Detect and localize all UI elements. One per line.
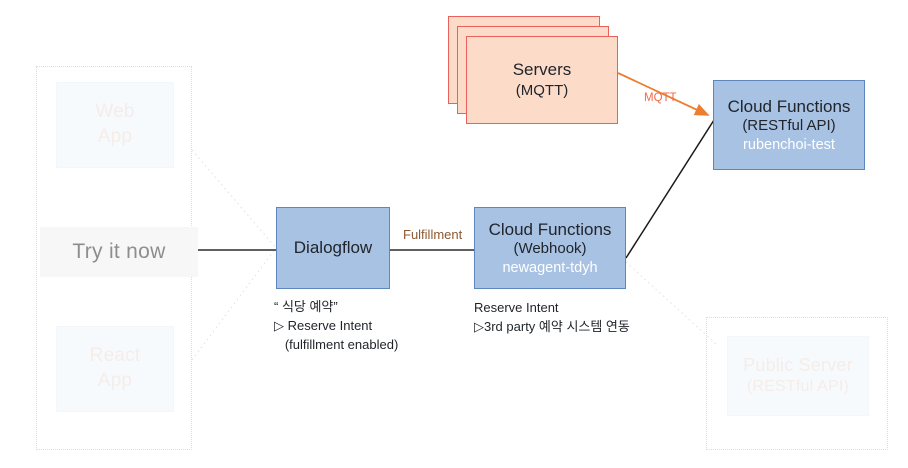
node-webhook-subtitle: (Webhook) (513, 240, 587, 258)
ghost-box-react-app: React App (56, 326, 174, 412)
caption-dialogflow: “ 식당 예약” ▷ Reserve Intent (fulfillment e… (274, 299, 399, 353)
connector-webhook-restful (625, 119, 715, 259)
ghost-react-app-line2: App (97, 370, 133, 391)
servers-stack: Servers (MQTT) (448, 16, 618, 126)
dotted-connector-webapp-dialogflow (191, 149, 277, 249)
edge-label-mqtt: MQTT (644, 92, 677, 104)
dotted-connector-reactapp-dialogflow (191, 247, 277, 361)
try-it-now-label: Try it now (72, 240, 166, 263)
ghost-box-public-server: Public Server (RESTful API) (727, 336, 869, 416)
ghost-public-server-line1: Public Server (743, 354, 853, 375)
edge-label-fulfillment: Fulfillment (400, 227, 466, 242)
caption-webhook: Reserve Intent ▷3rd party 예약 시스템 연동 (474, 300, 630, 335)
servers-title: Servers (512, 60, 572, 80)
node-dialogflow[interactable]: Dialogflow (276, 207, 390, 289)
server-layer-front: Servers (MQTT) (466, 36, 618, 124)
ghost-public-server-line2: (RESTful API) (746, 378, 850, 396)
node-webhook-project: newagent-tdyh (502, 260, 598, 277)
ghost-web-app-line1: Web (95, 101, 135, 123)
node-restful-project: rubenchoi-test (743, 137, 835, 154)
try-it-now-highlight[interactable]: Try it now (40, 227, 198, 277)
node-cloud-functions-webhook[interactable]: Cloud Functions (Webhook) newagent-tdyh (474, 207, 626, 289)
dotted-connector-webhook-publicserver (625, 261, 717, 345)
ghost-box-web-app: Web App (56, 82, 174, 168)
node-restful-subtitle: (RESTful API) (742, 117, 836, 135)
public-server-group (706, 317, 888, 450)
ghost-web-app-line2: App (97, 126, 133, 147)
servers-protocol: (MQTT) (515, 82, 569, 100)
node-cloud-functions-restful[interactable]: Cloud Functions (RESTful API) rubenchoi-… (713, 80, 865, 170)
node-dialogflow-title: Dialogflow (293, 238, 373, 258)
ghost-react-app-line1: React (89, 345, 141, 367)
node-restful-title: Cloud Functions (727, 96, 851, 116)
node-webhook-title: Cloud Functions (488, 219, 612, 239)
